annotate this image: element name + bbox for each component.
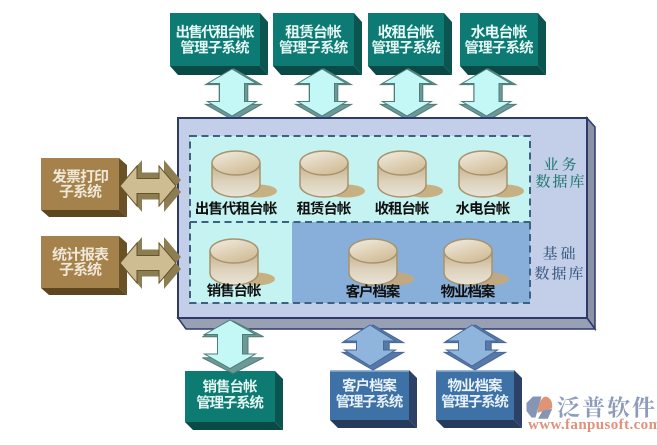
svg-text:www.fanpusoft.com: www.fanpusoft.com — [528, 417, 657, 433]
